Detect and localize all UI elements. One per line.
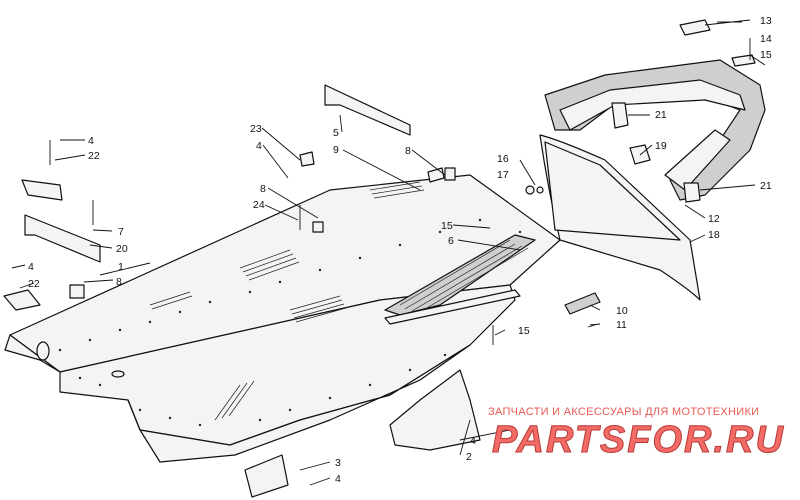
tunnel-part — [4, 174, 561, 463]
watermark: ЗАПЧАСТИ И АКСЕССУАРЫ ДЛЯ МОТОТЕХНИКИ PA… — [488, 406, 785, 462]
fasteners — [49, 140, 596, 345]
callout-4-c: 4 — [256, 140, 262, 152]
callout-19: 19 — [655, 140, 667, 152]
skid-bracket — [389, 369, 481, 451]
callout-8-a: 8 — [116, 276, 122, 288]
callout-12: 12 — [708, 213, 720, 225]
callout-13: 13 — [760, 15, 772, 27]
callout-22-b: 22 — [28, 278, 40, 290]
rail-part — [384, 234, 536, 316]
callout-15-c: 15 — [518, 325, 530, 337]
callout-24: 24 — [253, 199, 265, 211]
callout-labels: 4 22 7 20 1 8 4 22 23 4 8 24 5 9 8 15 6 … — [28, 15, 772, 485]
callout-1: 1 — [118, 261, 124, 273]
callout-15-b: 15 — [760, 49, 772, 61]
bracket-21-b — [683, 182, 701, 203]
callout-3: 3 — [335, 457, 341, 469]
callout-2: 2 — [466, 451, 472, 463]
bracket-21-a — [611, 102, 629, 129]
washer-17 — [536, 186, 544, 194]
shield-strip — [324, 84, 411, 136]
callout-9: 9 — [333, 144, 339, 156]
callout-4-e: 4 — [335, 473, 341, 485]
callout-18: 18 — [708, 229, 720, 241]
callout-8-b: 8 — [260, 183, 266, 195]
reflector-10 — [564, 292, 601, 315]
cap-23 — [299, 151, 315, 167]
callout-4-a: 4 — [88, 135, 94, 147]
callout-11: 11 — [616, 319, 627, 331]
callout-23: 23 — [250, 123, 262, 135]
callout-21-b: 21 — [760, 180, 772, 192]
callout-6: 6 — [448, 235, 454, 247]
nut-16 — [525, 185, 535, 195]
plate-3 — [244, 454, 289, 498]
callout-15-a: 15 — [441, 220, 453, 232]
callout-16: 16 — [497, 153, 509, 165]
callout-4-b: 4 — [28, 261, 34, 273]
bracket-upper-left — [21, 179, 63, 201]
leader-lines — [11, 19, 766, 486]
callout-21-a: 21 — [655, 109, 667, 121]
bracket-lower-left — [24, 214, 101, 263]
callout-20: 20 — [116, 243, 128, 255]
callout-7: 7 — [118, 226, 124, 238]
callout-4-d: 4 — [470, 435, 476, 447]
decal-14 — [731, 54, 756, 67]
decal-13 — [679, 19, 711, 36]
side-rail — [384, 289, 521, 325]
callout-5: 5 — [333, 127, 339, 139]
callout-10: 10 — [616, 305, 628, 317]
strap-left — [3, 289, 41, 311]
spacer-left — [69, 284, 85, 299]
callout-22-a: 22 — [88, 150, 100, 162]
rear-bumper — [544, 59, 766, 201]
watermark-tagline: ЗАПЧАСТИ И АКСЕССУАРЫ ДЛЯ МОТОТЕХНИКИ — [488, 406, 759, 418]
spacer-top — [444, 167, 456, 181]
spacer-mid — [312, 221, 324, 233]
watermark-logo: PARTSFOR.RU — [492, 419, 785, 461]
callout-8-c: 8 — [405, 145, 411, 157]
callout-14: 14 — [760, 33, 772, 45]
callout-17: 17 — [497, 169, 509, 181]
